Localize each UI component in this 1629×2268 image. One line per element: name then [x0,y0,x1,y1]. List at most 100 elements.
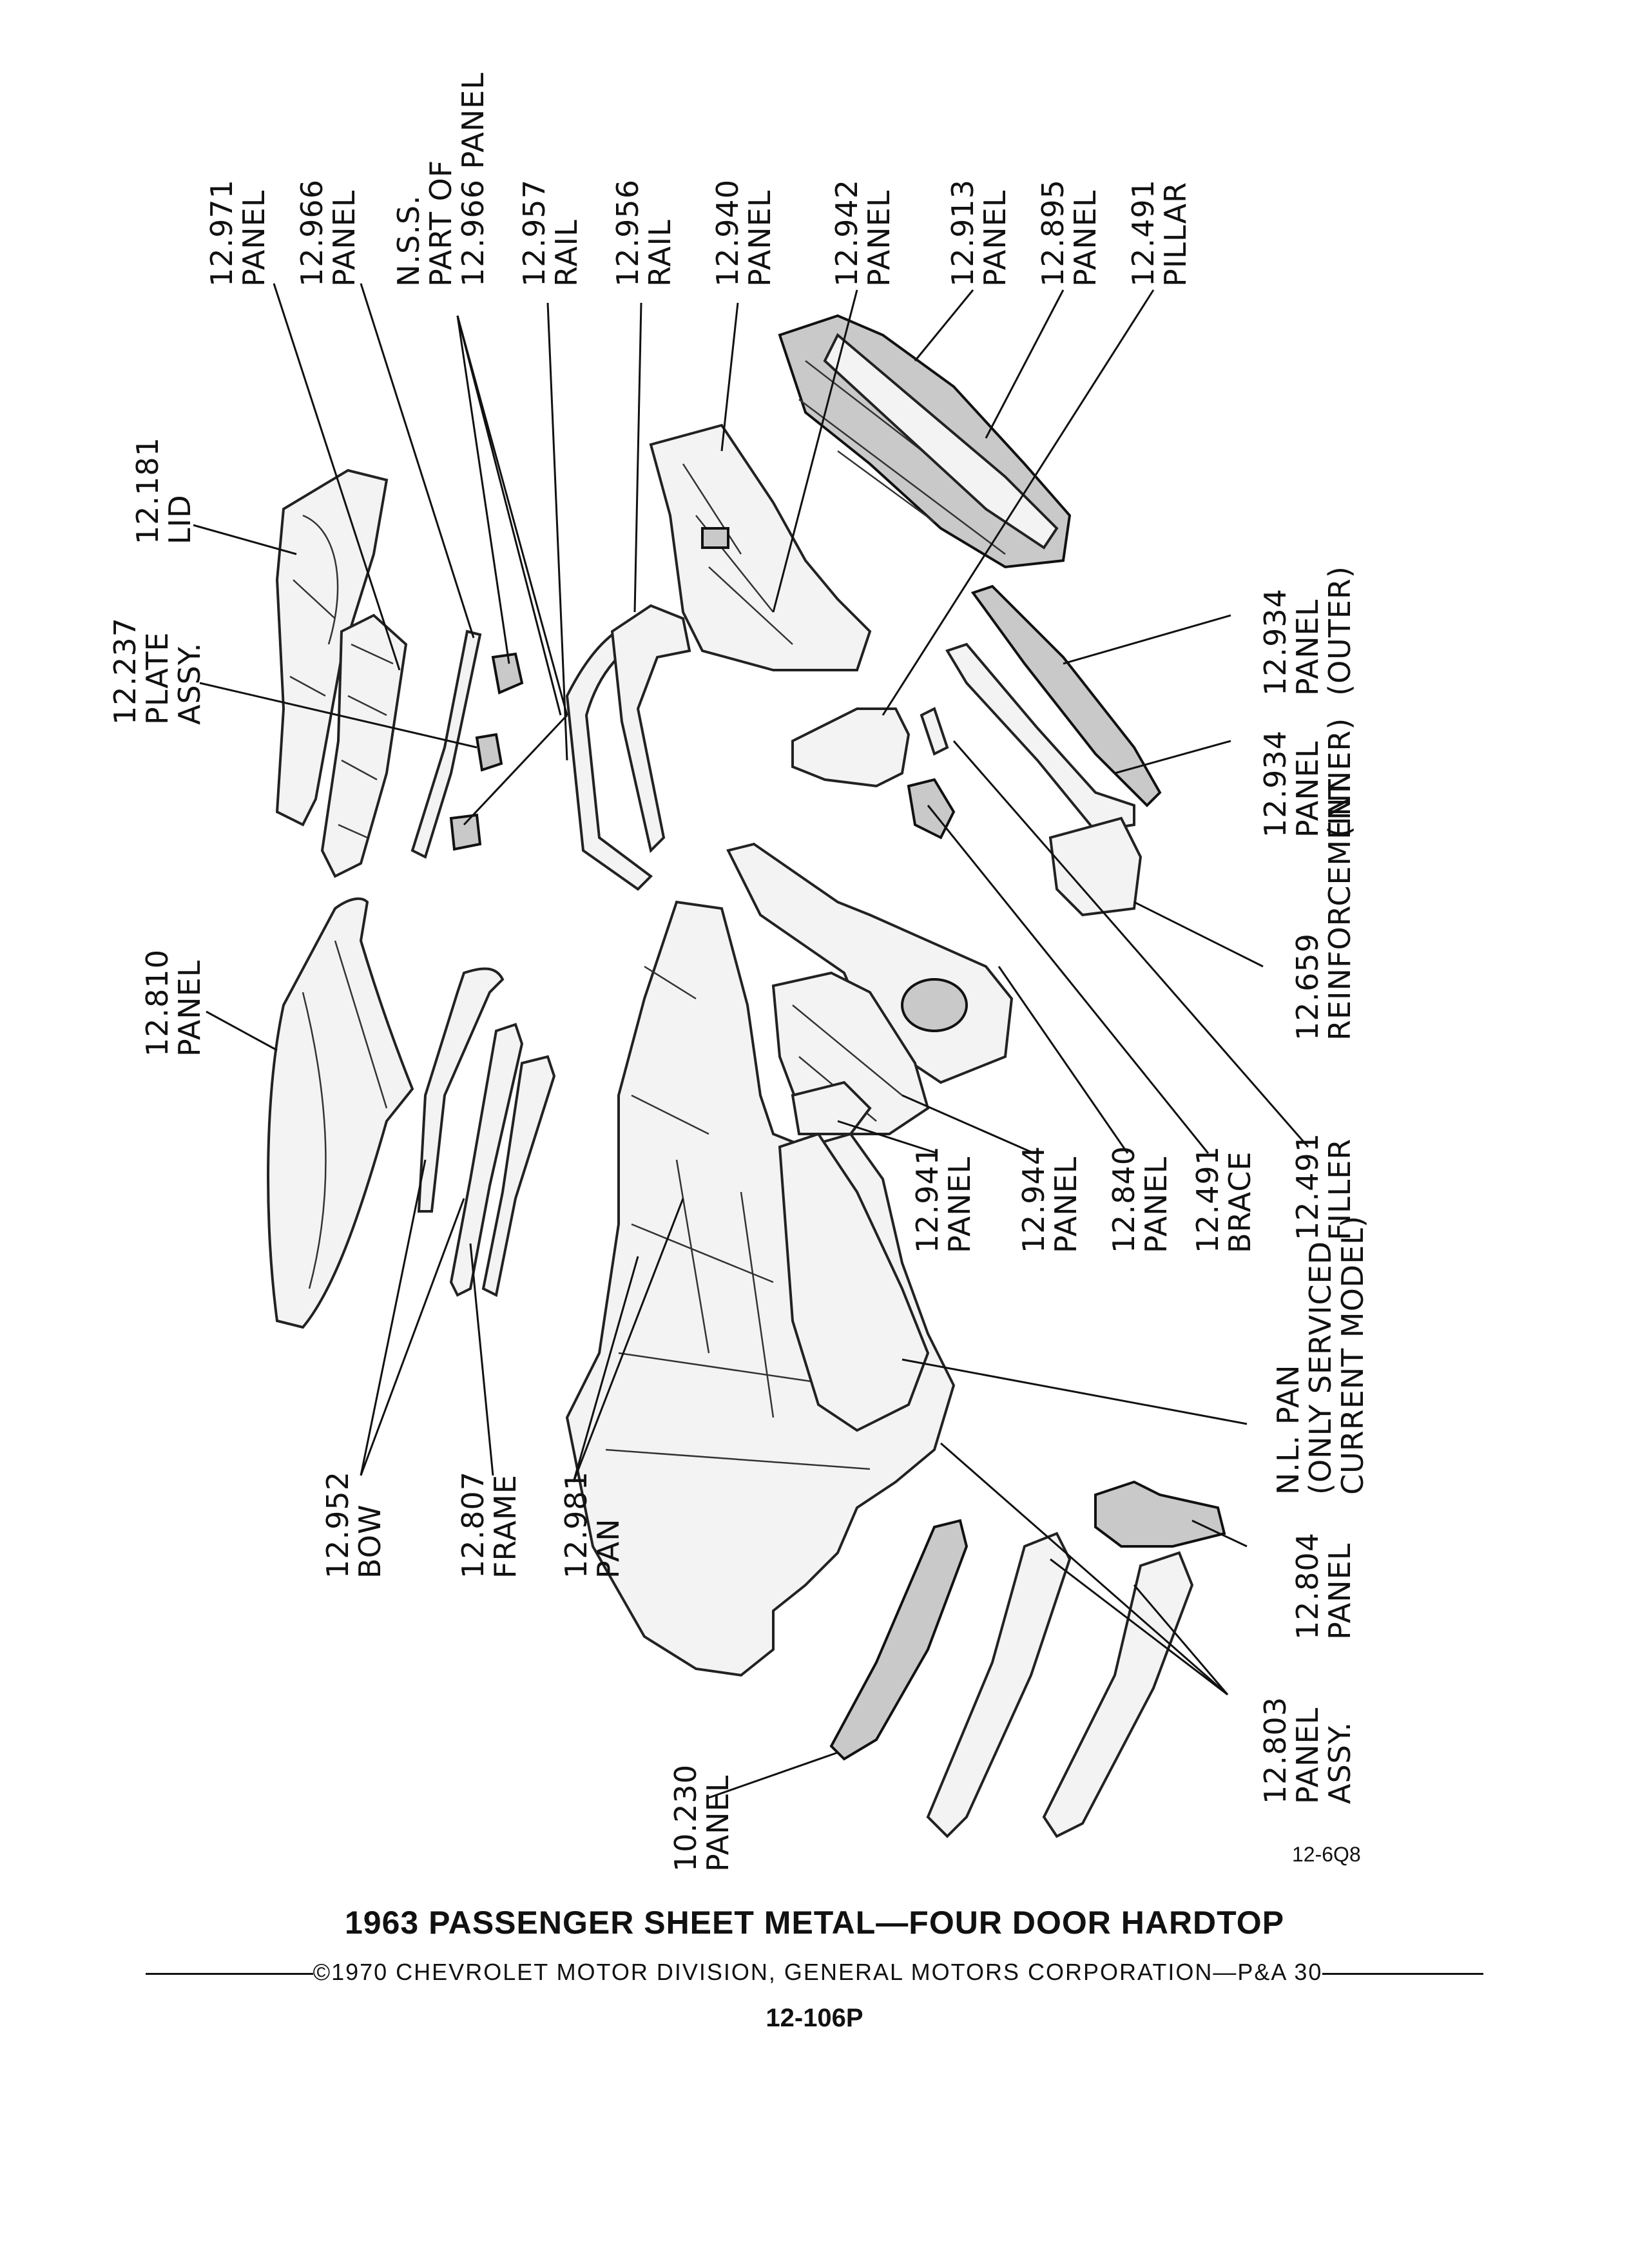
callout-part-name: PANEL [1290,1707,1325,1804]
part-nss-bracket-upper [491,652,524,695]
callout-12491-filler: 12.491 FILLER [1290,1133,1357,1240]
callout-part-name: PANEL [1322,1543,1357,1640]
callout-number: 12.934 [1258,588,1293,696]
part-12934-inner-panel [945,642,1135,833]
callout-12940-panel: 12.940 PANEL [710,179,777,287]
part-12840-panel [726,842,1014,1084]
callout-part-name: PANEL [862,190,896,287]
callout-part-name: PLATE [140,632,175,725]
callout-12942-panel: 12.942 PANEL [829,179,896,287]
callout-12895-panel: 12.895 PANEL [1036,179,1103,287]
callout-12971-panel: 12.971 PANEL [204,179,271,287]
right-rule [1322,1972,1484,1975]
callout-number: 12.181 [130,437,165,544]
callout-12952-bow: 12.952 BOW [320,1471,387,1579]
leader-lines [193,283,1309,1799]
callout-12981-pan: 12.981 PAN [559,1471,626,1579]
callout-part-suffix: ASSY. [172,642,207,725]
callout-note-cont: CURRENT MODEL) [1335,1215,1370,1495]
callout-number: 12.940 [710,179,745,287]
callout-number: 12.659 [1290,933,1325,1041]
callout-12237-plate-assy: 12.237 PLATE ASSY. [108,617,207,725]
callout-number: 12.944 [1016,1146,1051,1253]
callout-number: 12.941 [910,1146,945,1253]
callout-12956-rail: 12.956 RAIL [610,179,677,287]
part-12941-panel [791,1081,872,1135]
callout-part-name: PAN [591,1518,626,1579]
part-12491-filler [920,707,949,756]
callout-number: 12.913 [945,179,980,287]
callout-10230-panel: 10.230 PANEL [668,1764,735,1872]
callout-12934-panel-outer: 12.934 PANEL (OUTER) [1258,566,1357,696]
callout-12913-panel: 12.913 PANEL [945,179,1012,287]
figure-code: 12-6Q8 [1292,1843,1361,1866]
part-12804-panel [1094,1480,1226,1548]
part-12181-lid [275,468,389,827]
callout-number: 12.804 [1290,1532,1325,1640]
callout-number: 12.942 [829,179,864,287]
callout-12944-panel: 12.944 PANEL [1016,1146,1083,1253]
callout-number: 12.952 [320,1471,355,1579]
callout-12804-panel: 12.804 PANEL [1290,1532,1357,1640]
callout-12659-reinforcement: 12.659 REINFORCEMENT [1290,778,1357,1041]
callout-part-name: RAIL [642,219,677,287]
callout-12181-lid: 12.181 LID [130,437,197,544]
part-12491-pillar [791,707,911,788]
part-12895-panel [823,332,1059,550]
callout-part-name: N.L. PAN [1271,1364,1306,1495]
part-12966-panel [410,629,482,859]
part-12237-plate-assy [475,733,503,772]
copyright-text: ©1970 CHEVROLET MOTOR DIVISION, GENERAL … [313,1959,1323,1985]
part-12807-frame [449,1023,556,1297]
callout-number: N.S.S. [391,195,426,287]
callout-part-name: BRACE [1222,1151,1257,1254]
callout-variant: (INNER) [1322,718,1357,838]
callout-12840-panel: 12.840 PANEL [1106,1146,1173,1253]
callout-12810-panel: 12.810 PANEL [140,949,207,1057]
callout-12941-panel: 12.941 PANEL [910,1146,977,1253]
part-12934-outer-panel [970,584,1162,807]
part-nss-bracket-lower [449,813,482,851]
callout-12934-panel-inner: 12.934 PANEL (INNER) [1258,718,1357,838]
callout-12803-panel-assy: 12.803 PANEL ASSY. [1258,1696,1357,1804]
part-12940-panel [649,423,872,671]
callout-nss-part-of-12966: N.S.S. PART OF 12.966 PANEL [391,72,490,287]
callout-part-name: PANEL [1290,741,1325,838]
callout-part-name: FILLER [1322,1139,1357,1240]
callout-part-name: REINFORCEMENT [1322,778,1357,1041]
callout-number: 12.807 [456,1471,490,1579]
callout-number: 12.966 [294,179,329,287]
callout-12957-rail: 12.957 RAIL [517,179,584,287]
part-12981-pan [565,900,956,1677]
callout-part-name: PANEL [172,960,207,1057]
part-10230-panel [829,1519,969,1761]
callout-note: PART OF [423,160,458,287]
left-rule [145,1972,313,1975]
part-nl-pan-floor [778,1132,930,1432]
callout-note: (ONLY SERVICED [1303,1241,1338,1495]
part-12659-reinforcement [1048,816,1142,917]
callout-number: 12.934 [1258,730,1293,838]
part-12803-panel-assy [926,1532,1194,1838]
callout-12491-pillar: 12.491 PILLAR [1126,179,1193,287]
callout-number: 10.230 [668,1764,703,1872]
callout-part-name: PANEL [1048,1157,1083,1253]
callout-number: 12.491 [1190,1146,1225,1253]
callout-variant: (OUTER) [1322,566,1357,696]
part-12956-rail [610,604,691,853]
part-12952-bow [417,967,505,1213]
callout-12966-panel: 12.966 PANEL [294,179,361,287]
callout-12491-brace: 12.491 BRACE [1190,1146,1257,1253]
callout-part-name: LID [162,494,197,544]
callout-part-name: PANEL [1139,1157,1173,1253]
callout-number: 12.237 [108,617,142,725]
callout-part-name: FRAME [488,1474,523,1579]
callout-number: 12.957 [517,179,552,287]
callout-part-name: BOW [352,1504,387,1579]
callout-part-suffix: ASSY. [1322,1722,1357,1804]
callout-part-name: PANEL [978,190,1012,287]
copyright-line: ©1970 CHEVROLET MOTOR DIVISION, GENERAL … [0,1959,1629,1986]
callout-part-name: PANEL [1290,599,1325,696]
